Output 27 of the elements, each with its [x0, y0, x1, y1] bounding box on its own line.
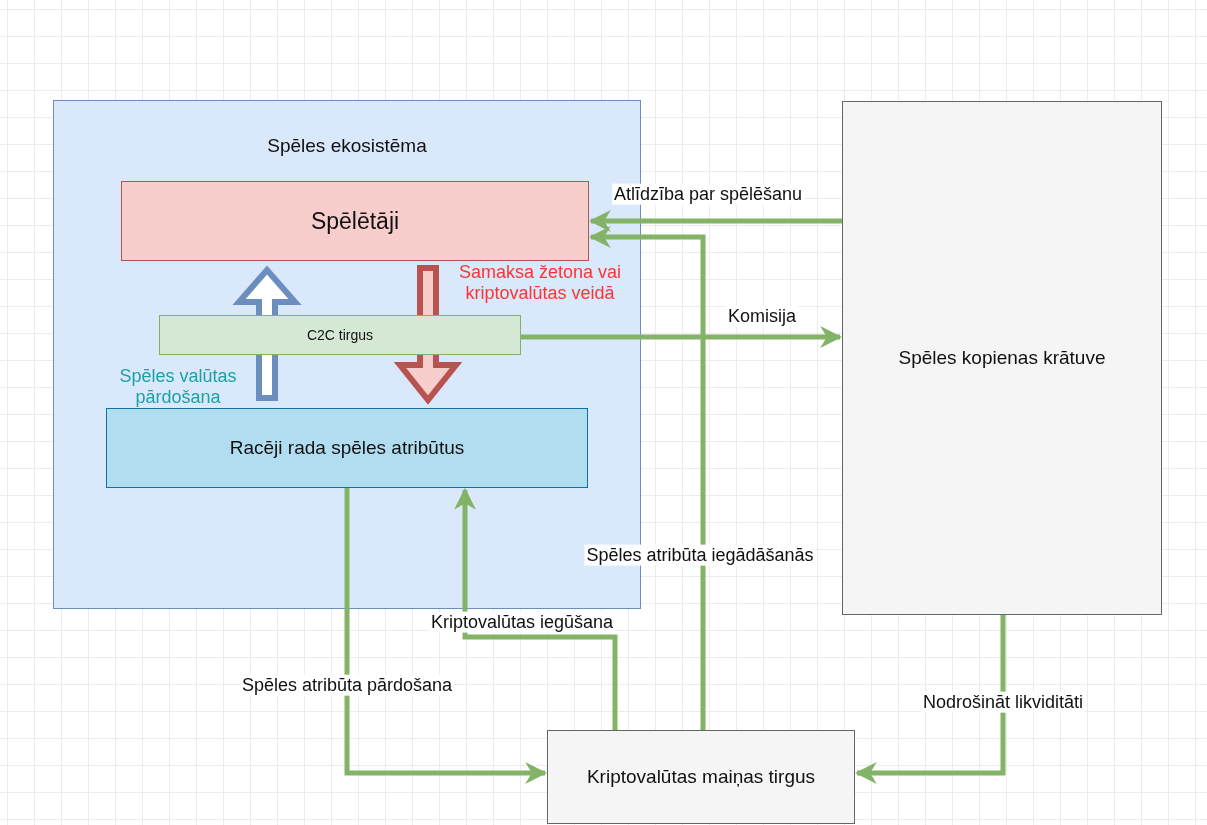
arrow: [344, 488, 548, 784]
process-box: [106, 408, 588, 488]
arrow: [521, 326, 843, 348]
node-label: Spēlētāji: [310, 207, 400, 235]
node-label: Spēles ekosistēma: [267, 135, 427, 157]
process-box: [121, 181, 589, 261]
block-arrow: [393, 265, 463, 405]
node-label: C2C tirgus: [306, 327, 374, 343]
edge-label: Komisija: [726, 305, 798, 327]
edge-label: Kriptovalūtas iegūšana: [428, 611, 616, 633]
edge-label: Nodrošināt likviditāti: [920, 691, 1086, 713]
edge-label: Spēles valūtas pārdošana: [118, 366, 238, 408]
edge-label: Spēles atribūta iegādāšanās: [584, 544, 816, 566]
arrow: [454, 487, 618, 730]
arrow: [588, 226, 706, 730]
process-box: [159, 315, 521, 355]
node-label: Racēji rada spēles atribūtus: [229, 437, 465, 459]
block-arrow: [232, 265, 302, 401]
edge-label: Samaksa žetona vai kriptovalūtas veidā: [457, 262, 623, 304]
process-box: [842, 101, 1162, 615]
node-label: Kriptovalūtas maiņas tirgus: [586, 766, 816, 788]
arrow: [588, 210, 842, 232]
process-box: [547, 730, 855, 824]
node-label: Spēles kopienas krātuve: [898, 347, 1106, 369]
edge-label: Atlīdzība par spēlēšanu: [611, 183, 805, 205]
edge-label: Spēles atribūta pārdošana: [239, 674, 455, 696]
arrow: [854, 615, 1006, 784]
